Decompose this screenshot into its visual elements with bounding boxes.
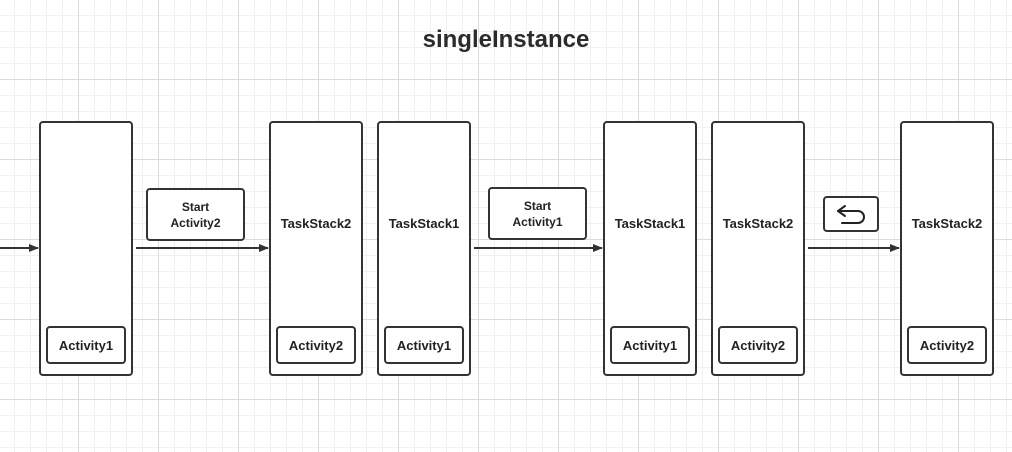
- task-stack-3: TaskStack1 Activity1: [377, 121, 471, 376]
- action-line2: Activity2: [170, 216, 221, 230]
- task-stack-5: TaskStack2 Activity2: [711, 121, 805, 376]
- start-activity2-label: Start Activity2: [146, 188, 245, 241]
- stack-label: TaskStack2: [722, 216, 794, 231]
- stack-label: TaskStack1: [388, 216, 460, 231]
- stack-label: TaskStack1: [614, 216, 686, 231]
- task-stack-1: Activity1: [39, 121, 133, 376]
- action-line1: Start: [181, 200, 210, 214]
- action-line1: Start: [523, 199, 552, 213]
- start-activity1-label: Start Activity1: [488, 187, 587, 240]
- action-line2: Activity1: [512, 215, 563, 229]
- activity-box: Activity2: [907, 326, 987, 364]
- activity-box: Activity1: [384, 326, 464, 364]
- activity-box: Activity1: [46, 326, 126, 364]
- back-arrow-icon: [837, 205, 865, 224]
- task-stack-2: TaskStack2 Activity2: [269, 121, 363, 376]
- stack-label: TaskStack2: [280, 216, 352, 231]
- activity-box: Activity1: [610, 326, 690, 364]
- diagram-title: singleInstance: [422, 26, 590, 53]
- task-stack-4: TaskStack1 Activity1: [603, 121, 697, 376]
- stack-label: TaskStack2: [911, 216, 983, 231]
- task-stack-6: TaskStack2 Activity2: [900, 121, 994, 376]
- back-action-box: [823, 196, 879, 232]
- activity-box: Activity2: [718, 326, 798, 364]
- activity-box: Activity2: [276, 326, 356, 364]
